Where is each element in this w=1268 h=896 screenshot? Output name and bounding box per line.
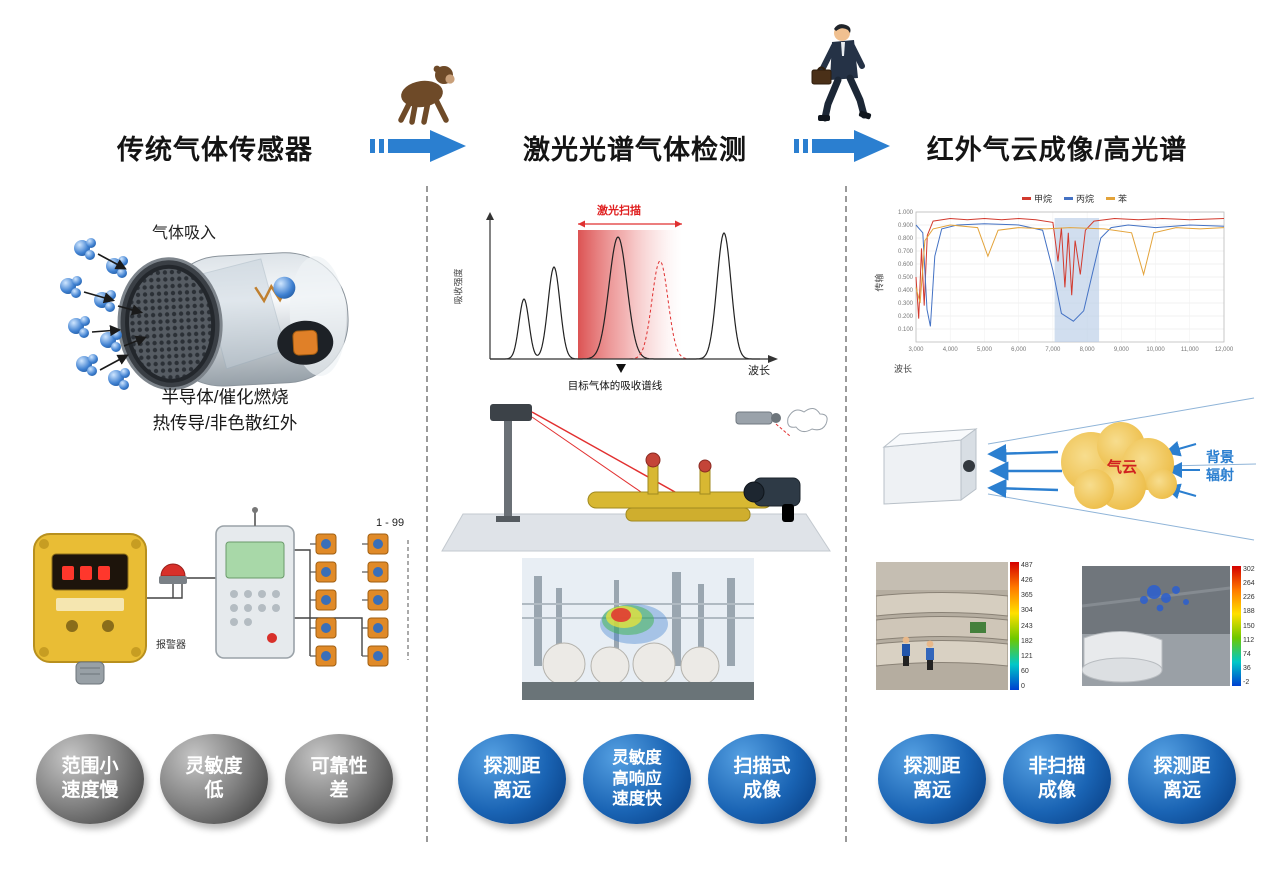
absorption-chart-svg: [486, 212, 778, 373]
badge-ir-distance-2: 探测距 离远: [1128, 734, 1236, 824]
transmission-legend: 甲烷丙烷苯: [1022, 192, 1127, 205]
svg-text:0.100: 0.100: [898, 327, 914, 333]
alarm-lamp: [159, 563, 187, 584]
badge-laser-sensitivity: 灵敏度 高响应 速度快: [583, 734, 691, 824]
svg-text:0.800: 0.800: [898, 236, 914, 242]
gas-detector-device: [33, 533, 147, 685]
gas-detection-blobs: [1140, 585, 1189, 612]
title-laser: 激光光谱气体检测: [523, 135, 747, 165]
svg-text:0.300: 0.300: [898, 301, 914, 307]
thermal-tank-photo: [1082, 566, 1230, 686]
gas-cloud-imaging-diagram: 气云: [882, 397, 1257, 541]
colorbar-left: [1010, 562, 1019, 690]
sensor-body: [117, 252, 349, 391]
svg-text:5,000: 5,000: [977, 347, 993, 353]
transmission-chart: 甲烷丙烷苯 1.000 0.900 0.800 0.700 0.600 0.500 0.40…: [872, 192, 1237, 382]
gas-cloud-overlay: [600, 604, 668, 644]
badge-ir-distance-1: 探测距 离远: [878, 734, 986, 824]
intake-arrows: [83, 253, 147, 371]
badge-sensitivity-low: 灵敏度 低: [160, 734, 268, 824]
badge-ir-nonscanning: 非扫描 成像: [1003, 734, 1111, 824]
gas-cloud: [1061, 422, 1177, 510]
legend-item: 苯: [1106, 192, 1127, 205]
arrow-right-icon-2: [794, 130, 890, 162]
badge-range-speed: 范围小 速度慢: [36, 734, 144, 824]
radiation-arrows-to-camera: [987, 443, 1062, 499]
column-divider-1: [426, 186, 428, 842]
gas-pipes: [587, 452, 773, 522]
svg-text:12,000: 12,000: [1215, 347, 1234, 353]
legend-item: 甲烷: [1022, 192, 1052, 205]
gas-sensor-illustration: [60, 238, 349, 391]
legend-item: 丙烷: [1064, 192, 1094, 205]
workers: [902, 636, 934, 670]
controller-unit: [215, 507, 295, 659]
gas-cloud-label: 气云: [1106, 458, 1137, 476]
sensor-tech-text: 半导体/催化燃烧 热传导/非色散红外: [152, 387, 298, 434]
svg-text:4,000: 4,000: [943, 347, 959, 353]
svg-text:8,000: 8,000: [1080, 347, 1096, 353]
svg-text:0.700: 0.700: [898, 249, 914, 255]
svg-text:0.600: 0.600: [898, 262, 914, 268]
transmission-chart-svg: 1.000 0.900 0.800 0.700 0.600 0.500 0.400 0.300…: [898, 210, 1234, 353]
svg-text:9,000: 9,000: [1114, 347, 1130, 353]
badge-laser-distance: 探测距 离远: [458, 734, 566, 824]
pipes-photo: [876, 562, 1008, 690]
svg-text:0.500: 0.500: [898, 275, 914, 281]
svg-text:0.400: 0.400: [898, 288, 914, 294]
remote-detectors: 1 - 99: [310, 517, 409, 667]
alarm-label: 报警器: [156, 638, 186, 651]
title-traditional: 传统气体传感器: [117, 135, 313, 165]
badge-laser-scanning: 扫描式 成像: [708, 734, 816, 824]
svg-text:3,000: 3,000: [908, 347, 924, 353]
detector-system-diagram: 报警器: [33, 507, 409, 685]
walking-businessman-icon: [811, 24, 872, 122]
title-infrared: 红外气云成像/高光谱: [926, 135, 1188, 165]
gas-intake-label: 气体吸入: [152, 225, 217, 242]
svg-text:0.900: 0.900: [898, 223, 914, 229]
svg-text:10,000: 10,000: [1146, 347, 1165, 353]
detector-count-label: 1 - 99: [376, 517, 404, 529]
svg-text:11,000: 11,000: [1181, 347, 1200, 353]
svg-text:7,000: 7,000: [1045, 347, 1061, 353]
absorption-chart: 激光扫描 波长 吸收强度 目标气体的吸收谱线: [448, 202, 788, 397]
svg-text:1.000: 1.000: [898, 210, 914, 216]
svg-text:0.200: 0.200: [898, 314, 914, 320]
refinery-photo: [522, 558, 754, 700]
arrow-right-icon-1: [370, 130, 466, 162]
remote-laser-devices: [735, 408, 828, 522]
chimpanzee-icon: [398, 65, 455, 125]
laser-detection-scene: [441, 404, 831, 552]
background-radiation-label: 背景 辐射: [1206, 449, 1234, 484]
column-divider-2: [845, 186, 847, 842]
infrared-camera: [882, 428, 978, 505]
badge-reliability-poor: 可靠性 差: [285, 734, 393, 824]
storage-tank: [1082, 631, 1163, 683]
svg-text:6,000: 6,000: [1011, 347, 1027, 353]
colorbar-right: [1232, 566, 1241, 686]
